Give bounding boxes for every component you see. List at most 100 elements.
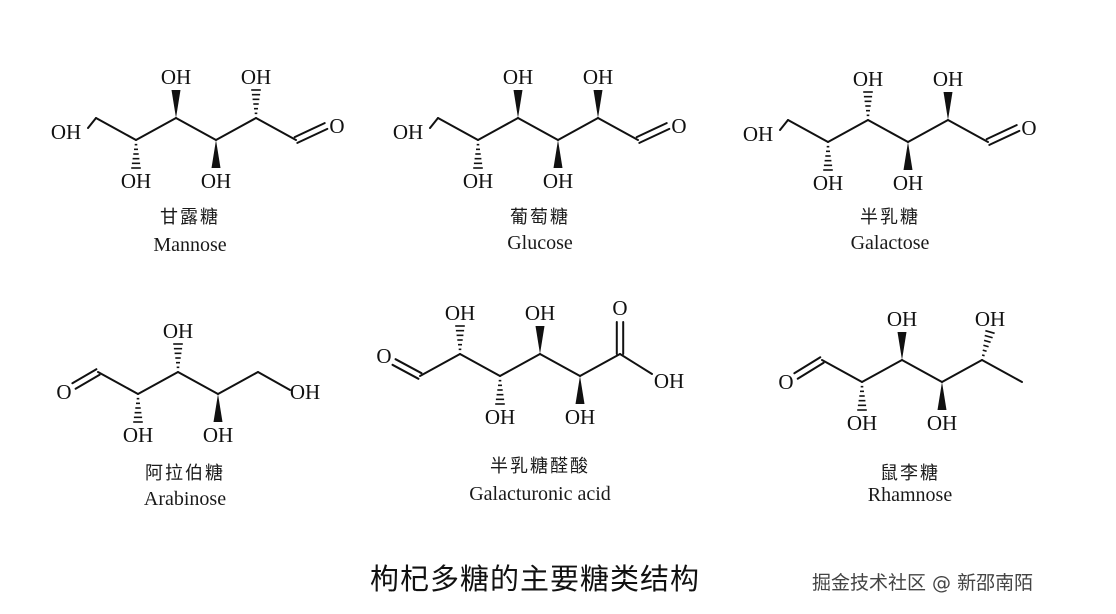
bond bbox=[437, 117, 479, 141]
hydroxyl-label: OH bbox=[654, 369, 684, 393]
hydroxyl-label: OH bbox=[543, 169, 573, 193]
hydroxyl-label: OH bbox=[565, 405, 595, 429]
hydroxyl-label: OH bbox=[290, 380, 320, 404]
hash-bond bbox=[984, 334, 993, 339]
bond bbox=[459, 353, 501, 377]
hydroxyl-label: OH bbox=[853, 67, 883, 91]
bond bbox=[499, 353, 541, 377]
hydroxyl-label: OH bbox=[503, 65, 533, 89]
double-bond bbox=[988, 129, 1021, 146]
caption-en-galacturonic-acid: Galacturonic acid bbox=[469, 483, 611, 505]
caption-cn-mannose: 甘露糖 bbox=[160, 207, 220, 228]
wedge-bond bbox=[171, 90, 181, 118]
wedge-bond bbox=[513, 90, 523, 118]
wedge-bond bbox=[937, 382, 947, 410]
hydroxyl-label: OH bbox=[163, 319, 193, 343]
caption-cn-glucose: 葡萄糖 bbox=[510, 207, 570, 228]
bond bbox=[137, 371, 179, 395]
bond bbox=[135, 117, 177, 141]
hydroxyl-label: OH bbox=[887, 307, 917, 331]
bond bbox=[87, 117, 97, 129]
hash-bond bbox=[983, 339, 991, 344]
hydroxyl-label: OH bbox=[445, 301, 475, 325]
bond bbox=[597, 117, 639, 141]
bond bbox=[827, 119, 869, 143]
bond bbox=[217, 371, 259, 395]
figure-title: 枸杞多糖的主要糖类结构 bbox=[370, 562, 701, 596]
bond bbox=[941, 359, 983, 383]
double-bond bbox=[985, 124, 1018, 141]
bond bbox=[175, 117, 217, 141]
oxygen-label: O bbox=[612, 296, 627, 320]
wedge-bond bbox=[553, 140, 563, 168]
hydroxyl-label: OH bbox=[583, 65, 613, 89]
double-bond bbox=[293, 122, 326, 139]
bond bbox=[557, 117, 599, 141]
caption-cn-galacturonic-acid: 半乳糖醛酸 bbox=[490, 456, 590, 477]
bond bbox=[787, 119, 829, 143]
hash-bond bbox=[981, 354, 985, 357]
bond bbox=[257, 371, 291, 391]
structure-galacturonic-acid: O O OH OH OH OH OH bbox=[376, 296, 684, 429]
hydroxyl-label: OH bbox=[51, 120, 81, 144]
hydroxyl-label: OH bbox=[525, 301, 555, 325]
oxygen-label: O bbox=[376, 344, 391, 368]
double-bond bbox=[394, 358, 423, 375]
hydroxyl-label: OH bbox=[203, 423, 233, 447]
hydroxyl-label: OH bbox=[121, 169, 151, 193]
double-bond bbox=[74, 373, 101, 390]
wedge-bond bbox=[213, 394, 223, 422]
bond bbox=[97, 371, 139, 395]
double-bond bbox=[296, 127, 329, 144]
oxygen-label: O bbox=[1021, 116, 1036, 140]
bond bbox=[419, 353, 461, 377]
hash-bond bbox=[983, 344, 989, 348]
bond bbox=[477, 117, 519, 141]
bond bbox=[517, 117, 559, 141]
caption-cn-rhamnose: 鼠李糖 bbox=[880, 463, 940, 484]
bond bbox=[429, 117, 439, 129]
double-bond bbox=[635, 122, 668, 139]
hydroxyl-label: OH bbox=[463, 169, 493, 193]
bond bbox=[539, 353, 581, 377]
bond bbox=[619, 353, 653, 375]
hydroxyl-label: OH bbox=[813, 171, 843, 195]
bond bbox=[95, 117, 137, 141]
bond bbox=[177, 371, 219, 395]
hash-bond bbox=[982, 349, 987, 352]
hydroxyl-label: OH bbox=[847, 411, 877, 435]
caption-cn-galactose: 半乳糖 bbox=[860, 207, 920, 228]
hydroxyl-label: OH bbox=[161, 65, 191, 89]
hydroxyl-label: OH bbox=[933, 67, 963, 91]
caption-en-glucose: Glucose bbox=[507, 232, 573, 254]
bond bbox=[579, 353, 621, 377]
wedge-bond bbox=[897, 332, 907, 360]
watermark: 掘金技术社区 @ 新邵南陌 bbox=[812, 572, 1034, 594]
double-bond bbox=[793, 356, 822, 375]
hydroxyl-label: OH bbox=[975, 307, 1005, 331]
wedge-bond bbox=[903, 142, 913, 170]
bond bbox=[981, 359, 1023, 383]
caption-en-galactose: Galactose bbox=[850, 232, 930, 254]
oxygen-label: O bbox=[671, 114, 686, 138]
bond bbox=[255, 117, 297, 141]
bond bbox=[861, 359, 903, 383]
wedge-bond bbox=[211, 140, 221, 168]
oxygen-label: O bbox=[56, 380, 71, 404]
wedge-bond bbox=[943, 92, 953, 120]
bond bbox=[901, 359, 943, 383]
wedge-bond bbox=[535, 326, 545, 354]
hydroxyl-label: OH bbox=[485, 405, 515, 429]
hydroxyl-label: OH bbox=[123, 423, 153, 447]
bond bbox=[779, 119, 789, 131]
double-bond bbox=[391, 363, 420, 380]
caption-en-rhamnose: Rhamnose bbox=[867, 484, 953, 506]
bond bbox=[215, 117, 257, 141]
hydroxyl-label: OH bbox=[927, 411, 957, 435]
double-bond bbox=[796, 361, 825, 380]
